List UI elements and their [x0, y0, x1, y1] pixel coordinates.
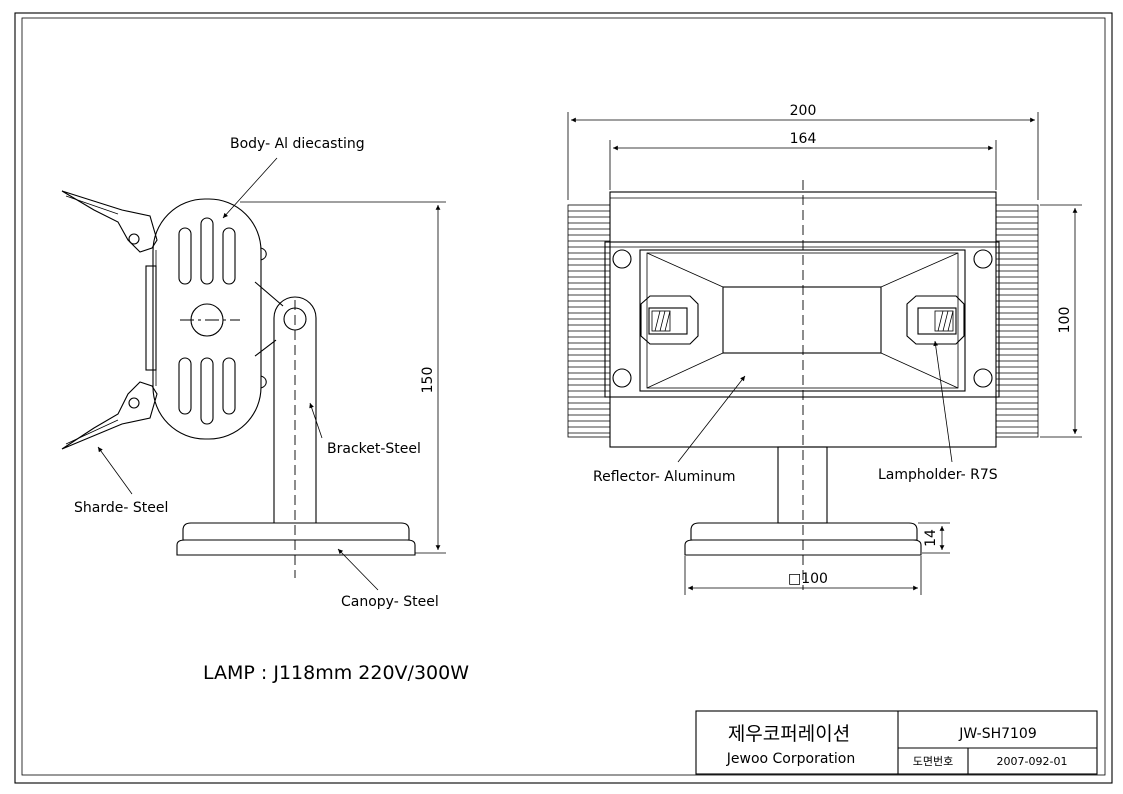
- model-number: JW-SH7109: [958, 726, 1037, 742]
- lamp-spec: LAMP : J118mm 220V/300W: [203, 662, 469, 684]
- dim-base-square: □100: [788, 571, 828, 587]
- label-sharde: Sharde- Steel: [74, 500, 168, 516]
- drawing-number: 2007-092-01: [997, 755, 1068, 768]
- lamp-body: [152, 198, 262, 440]
- front-canopy-top: [690, 522, 918, 541]
- dim-100: 100: [1057, 307, 1073, 334]
- label-body: Body- Al diecasting: [230, 136, 365, 152]
- dim-164: 164: [790, 131, 817, 147]
- lampholder-right: [906, 295, 965, 345]
- side-view: [61, 190, 446, 578]
- label-reflector: Reflector- Aluminum: [593, 469, 736, 485]
- front-frame: [604, 241, 1000, 398]
- leader-bracket: [309, 402, 323, 439]
- title-block: [695, 710, 1098, 775]
- canopy-top: [182, 522, 410, 541]
- company-name-english: Jewoo Corporation: [726, 751, 855, 767]
- reflector-inner: [722, 286, 882, 354]
- right-fins: [996, 210, 1038, 434]
- leader-lampholder: [933, 340, 953, 463]
- front-view: [567, 112, 1082, 595]
- sharde-lower: [61, 381, 158, 450]
- leader-canopy: [337, 548, 379, 591]
- label-bracket: Bracket-Steel: [327, 441, 421, 457]
- dim-150: 150: [420, 367, 436, 394]
- leader-body: [222, 157, 278, 219]
- inner-border: [21, 17, 1106, 776]
- lampholder-left: [640, 295, 699, 345]
- drawing-number-label: 도면번호: [913, 755, 953, 768]
- left-fins: [568, 210, 610, 434]
- reflector-frame: [639, 249, 966, 392]
- label-canopy: Canopy- Steel: [341, 594, 439, 610]
- leader-reflector: [677, 375, 746, 463]
- bracket: [273, 296, 317, 523]
- dim-200: 200: [790, 103, 817, 119]
- front-post: [777, 446, 828, 524]
- company-name-korean: 제우코퍼레이션: [728, 723, 850, 745]
- canopy-base: [176, 539, 416, 556]
- dim-14: 14: [923, 529, 939, 547]
- outer-border: [14, 12, 1113, 784]
- front-canopy-base: [684, 539, 922, 556]
- leader-sharde: [97, 446, 133, 495]
- sharde-upper: [61, 190, 158, 253]
- label-lampholder: Lampholder- R7S: [878, 467, 998, 483]
